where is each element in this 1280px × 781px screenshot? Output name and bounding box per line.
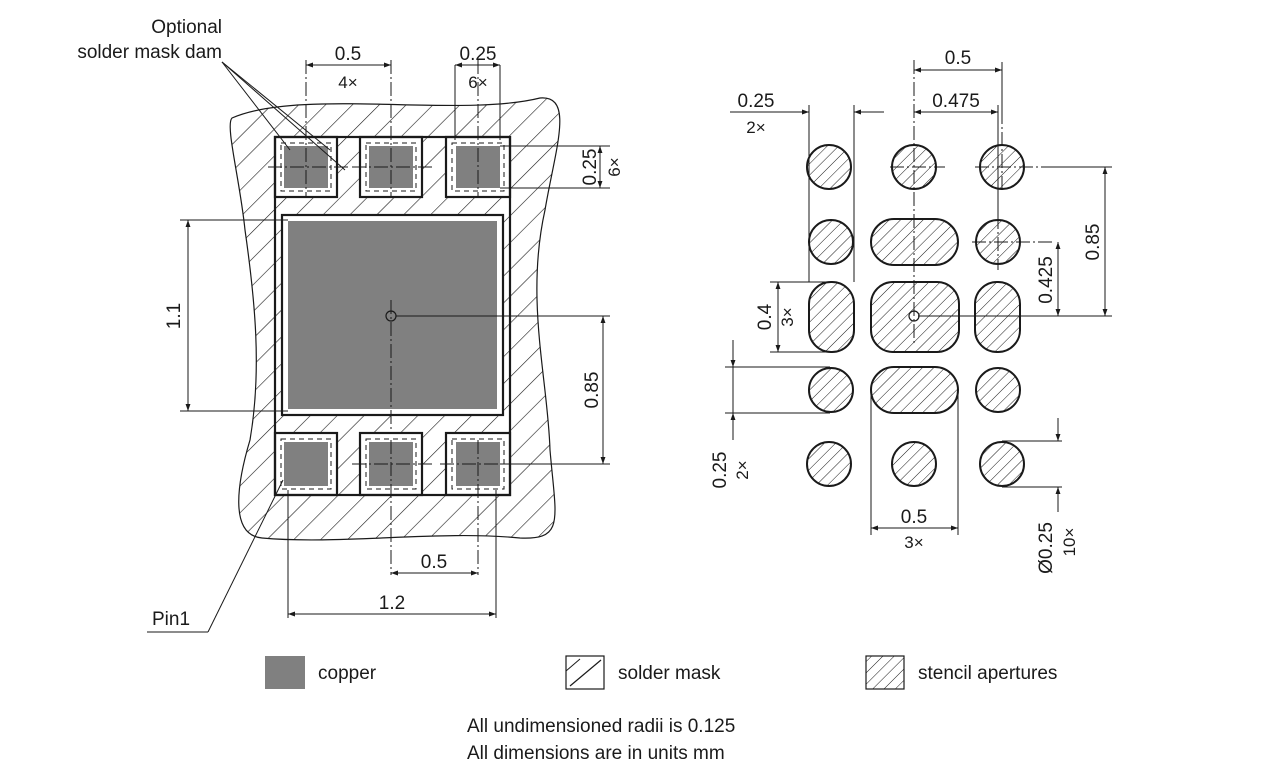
dam-callout-line2: solder mask dam [77,42,222,63]
footprint-dimensions [180,62,610,618]
dim-stencil-pitch: 0.5 [945,48,971,69]
dim-aperture-width: 0.25 [738,91,775,112]
dim-small-height-count: 2× [733,460,752,479]
legend: copper solder mask stencil apertures [265,655,1057,690]
stencil-slot-aperture [974,281,1021,353]
dim-diameter: Ø0.25 [1036,522,1057,574]
stencil-round-aperture [979,441,1025,487]
dim-aperture-width-count: 2× [746,118,765,137]
center-pad-mask [280,213,505,417]
dim-slot-pitch: 0.5 [901,507,927,528]
legend-label-solder-mask: solder mask [618,663,721,684]
footprint-view: Optional solder mask dam 0.5 4× 0.25 6× … [77,17,624,633]
dim-slot-height: 0.4 [755,303,776,330]
dim-small-height: 0.25 [710,452,731,489]
stencil-slot-aperture [870,366,959,414]
stencil-round-aperture [806,441,852,487]
dim-pad-width: 0.25 [460,44,497,65]
dim-pitch: 0.5 [335,44,361,65]
dim-slot-pitch-count: 3× [904,533,923,552]
pad-bottom-1 [273,431,339,497]
center-pad-copper [288,221,497,409]
dim-center-row-offset: 0.425 [1036,256,1057,304]
dim-pitch-count: 4× [338,73,357,92]
dam-callout-line1: Optional [151,17,222,38]
dim-pad-height: 0.25 [580,149,601,186]
legend-swatch-stencil [865,655,905,690]
stencil-round-aperture [891,441,937,487]
stencil-slot-aperture [808,281,855,353]
dim-center-offset: 0.85 [582,372,603,409]
dim-pad-gap: 1.1 [164,303,185,329]
legend-swatch-copper [265,656,305,689]
footprint-centerlines [268,60,610,575]
stencil-centerlines [890,60,1112,345]
pin1-callout: Pin1 [152,609,190,630]
dim-row-offset: 0.85 [1083,224,1104,261]
stencil-view: 0.5 0.475 0.25 2× 0.85 0.425 0.4 3× 0.25… [710,48,1112,574]
copper-pad [284,442,328,486]
legend-label-copper: copper [318,663,377,684]
stencil-dimensions [725,62,1112,535]
footprint-leaders [147,61,346,633]
dim-slot-height-count: 3× [778,307,797,326]
note-radii: All undimensioned radii is 0.125 [467,716,735,737]
dim-bottom-pitch: 0.5 [421,552,447,573]
stencil-round-aperture [808,367,854,413]
dim-diameter-count: 10× [1060,528,1079,557]
dim-pad-height-count: 6× [605,157,624,176]
stencil-round-aperture [808,219,854,265]
note-units: All dimensions are in units mm [467,743,725,764]
stencil-dimension-labels: 0.5 0.475 0.25 2× 0.85 0.425 0.4 3× 0.25… [710,48,1104,574]
stencil-round-aperture [975,367,1021,413]
dim-stencil-offset: 0.475 [932,91,980,112]
footprint-dimension-labels: Optional solder mask dam 0.5 4× 0.25 6× … [77,17,624,630]
notes: All undimensioned radii is 0.125 All dim… [467,716,735,764]
dim-body-width: 1.2 [379,593,405,614]
legend-label-stencil: stencil apertures [918,663,1057,684]
dim-pad-width-count: 6× [468,73,487,92]
stencil-round-aperture [806,144,852,190]
